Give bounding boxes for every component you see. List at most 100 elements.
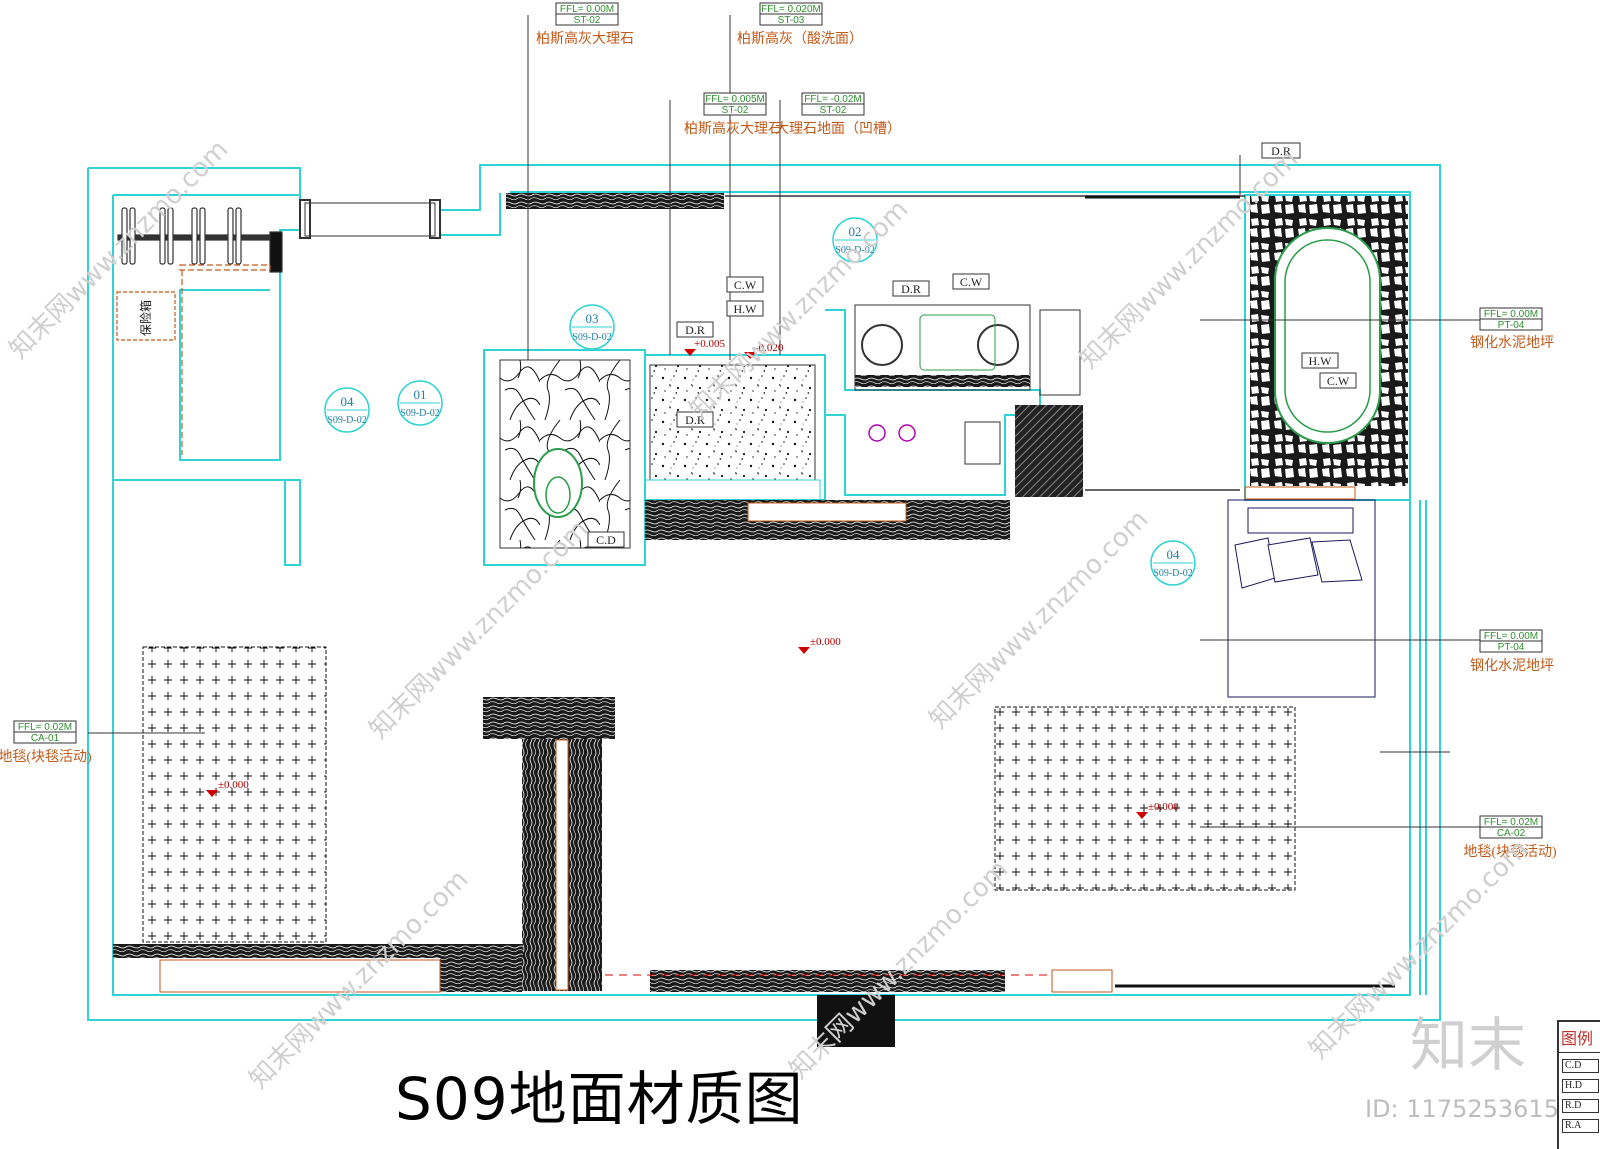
- hanger: [199, 207, 206, 265]
- material-tag-4: FFL= -0.02M ST-02 大理石地面（凹槽）: [775, 92, 901, 137]
- tag-dr-vanity: D.R: [901, 282, 921, 296]
- material-tag-1: FFL= 0.00M ST-02 柏斯高灰大理石: [536, 2, 634, 47]
- tag-2-code: ST-03: [778, 15, 805, 26]
- legend-row: C.D: [1562, 1059, 1599, 1073]
- tag-4-ffl: FFL= -0.02M: [804, 94, 862, 105]
- level-markers: [206, 349, 1148, 819]
- tag-1-code: ST-02: [574, 15, 601, 26]
- tag-6-ffl: FFL= 0.00M: [1484, 631, 1538, 642]
- section-01-num: 01: [414, 387, 427, 402]
- toilet-bowl: [533, 448, 583, 518]
- wood-strip-bottom: [650, 970, 1005, 992]
- legend-title: 图例: [1559, 1022, 1600, 1053]
- hanger: [191, 207, 198, 265]
- tag-3-code: ST-02: [722, 105, 749, 116]
- safe-label: 保险箱: [138, 300, 153, 336]
- washer-area: [868, 421, 1001, 465]
- tag-4-label: 大理石地面（凹槽）: [775, 121, 901, 137]
- material-tag-8: FFL= 0.02M CA-01 地毯(块毯活动): [0, 720, 92, 765]
- outer-walls: [87, 164, 1441, 1021]
- rug-left: [142, 646, 327, 943]
- section-02-ref: S09-D-02: [835, 245, 874, 256]
- tag-dr-shower: D.R: [685, 323, 705, 337]
- tag-5-label: 钢化水泥地坪: [1470, 335, 1554, 351]
- tag-hw-tub: H.W: [1309, 354, 1333, 368]
- hanger: [159, 207, 166, 265]
- tag-6-label: 钢化水泥地坪: [1470, 658, 1554, 674]
- column-inset: [555, 739, 569, 991]
- top-wall-band: [506, 193, 724, 209]
- bathtub-inner: [1284, 239, 1371, 433]
- vanity-counter: [854, 304, 1031, 391]
- tag-hw-shower: H.W: [734, 302, 758, 316]
- section-01-ref: S09-D-02: [400, 408, 439, 419]
- tag-4-code: ST-02: [820, 105, 847, 116]
- material-tag-7: FFL= 0.02M CA-02 地毯(块毯活动): [1463, 815, 1557, 860]
- wood-strip-bottom-left: [113, 944, 523, 958]
- tag-1-ffl: FFL= 0.00M: [560, 4, 614, 15]
- level-rug-left: ±0.000: [218, 779, 249, 791]
- bottom-cabinet: [159, 959, 441, 993]
- tag-6-code: PT-04: [1498, 642, 1525, 653]
- svg-text:知末网www.znzmo.com: 知末网www.znzmo.com: [784, 854, 1015, 1085]
- tag-5-code: PT-04: [1498, 320, 1525, 331]
- hatched-column: [1015, 405, 1083, 497]
- legend-panel: 图例 C.D H.D R.D R.A: [1557, 1020, 1600, 1149]
- material-tag-6: FFL= 0.00M PT-04 钢化水泥地坪: [1470, 629, 1554, 674]
- hanger: [167, 207, 174, 265]
- glass-partition: [1039, 309, 1081, 396]
- tag-8-label: 地毯(块毯活动): [0, 749, 92, 765]
- tag-cw-shower: C.W: [734, 278, 757, 292]
- section-04b-num: 04: [1167, 547, 1181, 562]
- wardrobe: [116, 207, 283, 455]
- wood-strip-bottom-mid: [440, 944, 522, 992]
- hanger: [121, 207, 128, 265]
- tag-8-ffl: FFL= 0.02M: [18, 722, 72, 733]
- toilet-seat: [545, 476, 571, 514]
- section-02-num: 02: [849, 224, 862, 239]
- material-tag-5: FFL= 0.00M PT-04 钢化水泥地坪: [1470, 307, 1554, 351]
- hanger: [129, 207, 136, 265]
- level-b: -0.020: [755, 342, 784, 354]
- bottom-black-block: [817, 995, 895, 1047]
- watermark-id: ID: 1175253615: [1365, 1095, 1559, 1123]
- tag-cw-tub: C.W: [1327, 374, 1350, 388]
- section-03-num: 03: [586, 311, 599, 326]
- fixture-tags: [587, 142, 1357, 548]
- material-tag-3: FFL= 0.005M ST-02 柏斯高灰大理石: [684, 92, 782, 137]
- tag-7-label: 地毯(块毯活动): [1463, 844, 1557, 860]
- level-rug-right: ±0.000: [1148, 801, 1179, 813]
- section-mark-01: 01 S09-D-02: [397, 380, 443, 426]
- entry-door: [299, 199, 441, 239]
- tag-3-label: 柏斯高灰大理石: [684, 120, 782, 137]
- watermark-brand: 知末: [1410, 1011, 1527, 1079]
- tag-dr-bath: D.R: [1271, 144, 1291, 158]
- legend-row: R.D: [1562, 1099, 1599, 1113]
- tag-8-code: CA-01: [31, 733, 60, 744]
- tag-2-ffl: FFL= 0.020M: [761, 4, 821, 15]
- shower-glass: [644, 479, 821, 501]
- hanger: [235, 207, 242, 265]
- legend-row: H.D: [1562, 1079, 1599, 1093]
- section-mark-04-right: 04 S09-D-02: [1150, 540, 1196, 586]
- drawing-title: S09地面材质图: [395, 1065, 804, 1133]
- tag-1-label: 柏斯高灰大理石: [536, 30, 634, 47]
- section-03-ref: S09-D-02: [572, 332, 611, 343]
- material-tag-2: FFL= 0.020M ST-03 柏斯高灰（酸洗面）: [737, 2, 863, 47]
- wood-strip-inset: [747, 502, 907, 522]
- section-04a-ref: S09-D-02: [327, 415, 366, 426]
- rug-right: [994, 706, 1296, 891]
- section-mark-03: 03 S09-D-02: [569, 304, 615, 350]
- tag-cd-toilet: C.D: [596, 533, 616, 547]
- tag-cw-vanity: C.W: [960, 275, 983, 289]
- hanger: [227, 207, 234, 265]
- bed: [1227, 499, 1376, 698]
- bottom-cabinet-right: [1051, 969, 1113, 993]
- bathtub: [1274, 227, 1381, 444]
- column-cap: [483, 697, 615, 739]
- level-main: ±0.000: [810, 636, 841, 648]
- section-04b-ref: S09-D-02: [1153, 568, 1192, 579]
- tag-5-ffl: FFL= 0.00M: [1484, 309, 1538, 320]
- section-04a-num: 04: [341, 394, 355, 409]
